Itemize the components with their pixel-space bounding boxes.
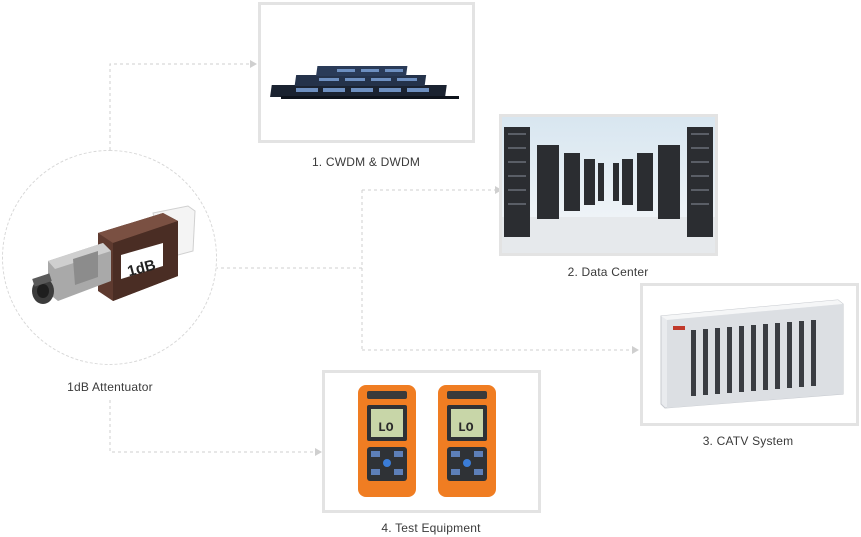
attenuator-icon: 1dB	[32, 205, 196, 304]
arrow-datacenter	[495, 186, 502, 194]
data-center-caption: 2. Data Center	[567, 265, 649, 279]
cwdm-dwdm-image	[258, 2, 475, 143]
test-equipment-image: LO LO	[322, 370, 541, 513]
connector-line-cwdm	[109, 63, 250, 150]
arrow-catv	[632, 346, 639, 354]
catv-system-caption: 3. CATV System	[702, 434, 794, 448]
arrow-test	[315, 448, 322, 456]
meter-right-display: LO	[458, 420, 474, 435]
attenuator-label: 1dB	[126, 256, 158, 280]
server-hall-icon	[502, 117, 715, 253]
data-center-image	[499, 114, 718, 256]
arrow-cwdm	[250, 60, 257, 68]
catv-chassis-icon	[660, 299, 844, 409]
meter-left-display: LO	[378, 420, 394, 435]
handheld-meter-icon: LO LO	[358, 385, 496, 497]
meter-right	[438, 385, 496, 497]
attenuator-circle: 1dB	[2, 150, 217, 365]
rack-mount-mux-icon	[270, 66, 459, 99]
test-equipment-caption: 4. Test Equipment	[381, 521, 481, 535]
catv-system-image	[640, 283, 859, 426]
cwdm-dwdm-caption: 1. CWDM & DWDM	[311, 155, 421, 169]
meter-left	[358, 385, 416, 497]
attenuator-caption: 1dB Attentuator	[67, 380, 153, 394]
connector-line-test	[109, 400, 315, 453]
